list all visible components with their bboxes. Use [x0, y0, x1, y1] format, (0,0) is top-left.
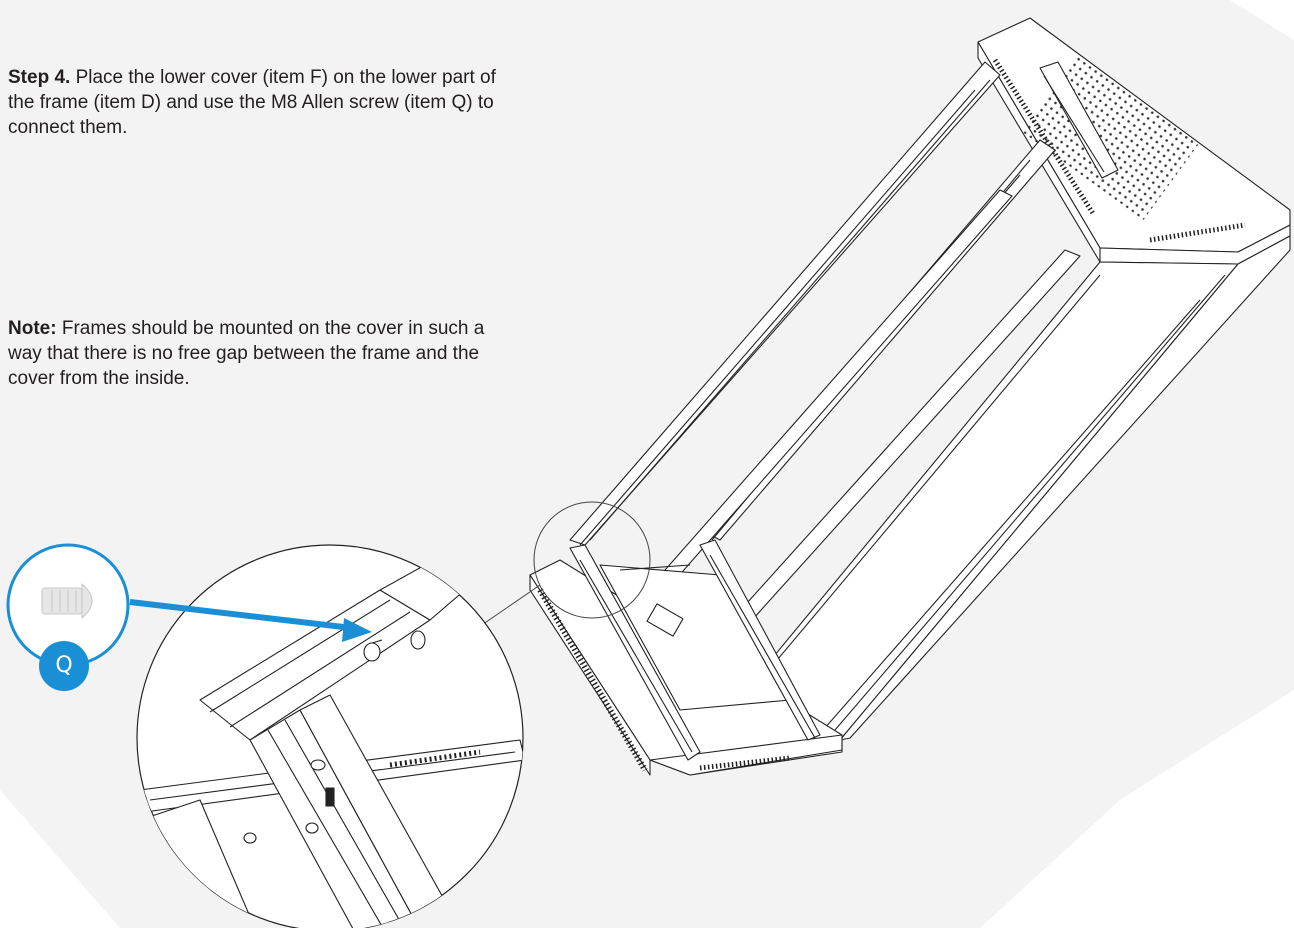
- part-badge: [39, 641, 89, 691]
- note-instruction: Note: Frames should be mounted on the co…: [8, 316, 498, 391]
- magnified-detail: [136, 544, 524, 928]
- detail-marker-circle: [533, 501, 651, 619]
- frame-uprights: [569, 61, 1291, 761]
- step-instruction: Step 4. Place the lower cover (item F) o…: [8, 65, 498, 140]
- step-text: Place the lower cover (item F) on the lo…: [8, 67, 496, 138]
- allen-screw-icon: [41, 583, 93, 619]
- callout-arrow: [129, 599, 353, 631]
- screw-callout: [6, 543, 372, 691]
- note-label: Note:: [8, 318, 57, 339]
- step-label: Step 4.: [8, 67, 71, 88]
- lower-cover-drawing: [529, 539, 843, 776]
- part-q-label: Q: [55, 653, 73, 678]
- top-cover-drawing: [977, 17, 1291, 265]
- note-text: Frames should be mounted on the cover in…: [8, 318, 485, 389]
